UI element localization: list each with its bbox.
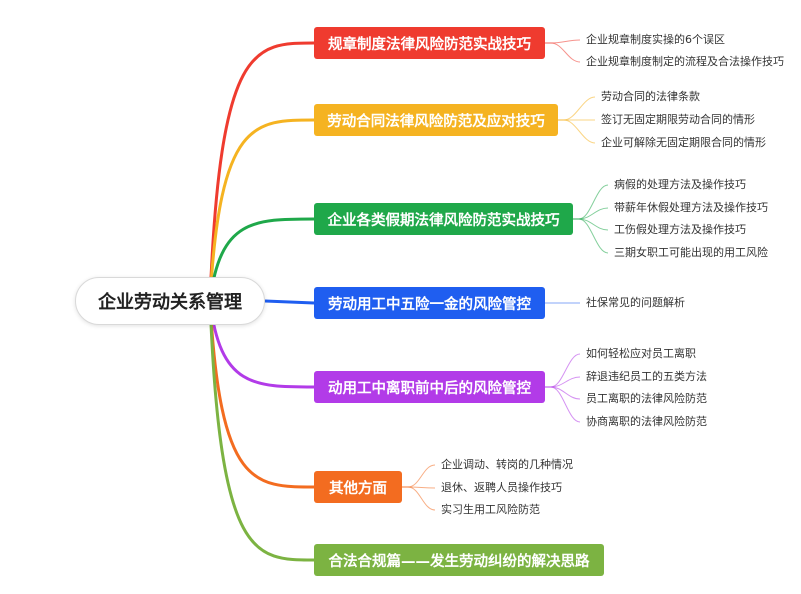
leaf-topic[interactable]: 协商离职的法律风险防范: [586, 415, 707, 428]
branch-connector: [208, 118, 315, 302]
branch-topic[interactable]: 企业各类假期法律风险防范实战技巧: [314, 203, 573, 235]
leaf-topic[interactable]: 社保常见的问题解析: [586, 296, 685, 309]
branch-topic[interactable]: 劳动合同法律风险防范及应对技巧: [314, 104, 558, 136]
leaf-connector: [545, 386, 581, 423]
leaf-connector: [558, 96, 596, 121]
leaf-topic[interactable]: 实习生用工风险防范: [441, 503, 540, 516]
leaf-topic[interactable]: 三期女职工可能出现的用工风险: [614, 246, 768, 259]
branch-connector: [264, 299, 315, 305]
leaf-topic[interactable]: 如何轻松应对员工离职: [586, 347, 696, 360]
branch-topic[interactable]: 动用工中离职前中后的风险管控: [314, 371, 545, 403]
leaf-connector: [573, 218, 609, 254]
leaf-topic[interactable]: 企业可解除无固定期限合同的情形: [601, 136, 766, 149]
leaf-connector: [545, 353, 581, 388]
branch-connector: [208, 300, 315, 562]
branch-connector: [208, 300, 315, 389]
leaf-topic[interactable]: 员工离职的法律风险防范: [586, 392, 707, 405]
branch-topic[interactable]: 合法合规篇——发生劳动纠纷的解决思路: [314, 544, 604, 576]
leaf-connector: [402, 486, 436, 511]
leaf-topic[interactable]: 企业调动、转岗的几种情况: [441, 458, 573, 471]
branch-connector: [208, 300, 315, 489]
leaf-topic[interactable]: 工伤假处理方法及操作技巧: [614, 223, 746, 236]
leaf-connector: [545, 376, 581, 388]
leaf-topic[interactable]: 劳动合同的法律条款: [601, 90, 700, 103]
branch-topic[interactable]: 劳动用工中五险一金的风险管控: [314, 287, 545, 319]
leaf-topic[interactable]: 退休、返聘人员操作技巧: [441, 481, 562, 494]
branch-connector: [208, 217, 315, 302]
branch-connector: [208, 41, 315, 302]
leaf-connector: [573, 184, 609, 220]
leaf-topic[interactable]: 签订无固定期限劳动合同的情形: [601, 113, 755, 126]
leaf-connector: [545, 386, 581, 400]
leaf-topic[interactable]: 带薪年休假处理方法及操作技巧: [614, 201, 768, 214]
leaf-topic[interactable]: 企业规章制度制定的流程及合法操作技巧: [586, 55, 784, 68]
leaf-topic[interactable]: 辞退违纪员工的五类方法: [586, 370, 707, 383]
root-topic[interactable]: 企业劳动关系管理: [75, 277, 265, 325]
leaf-connector: [573, 218, 609, 231]
leaf-connector: [545, 42, 581, 63]
leaf-topic[interactable]: 病假的处理方法及操作技巧: [614, 178, 746, 191]
leaf-connector: [402, 464, 436, 488]
leaf-topic[interactable]: 企业规章制度实操的6个误区: [586, 33, 725, 46]
leaf-connector: [558, 119, 596, 144]
branch-topic[interactable]: 其他方面: [314, 471, 402, 503]
leaf-connector: [573, 207, 609, 220]
branch-topic[interactable]: 规章制度法律风险防范实战技巧: [314, 27, 545, 59]
